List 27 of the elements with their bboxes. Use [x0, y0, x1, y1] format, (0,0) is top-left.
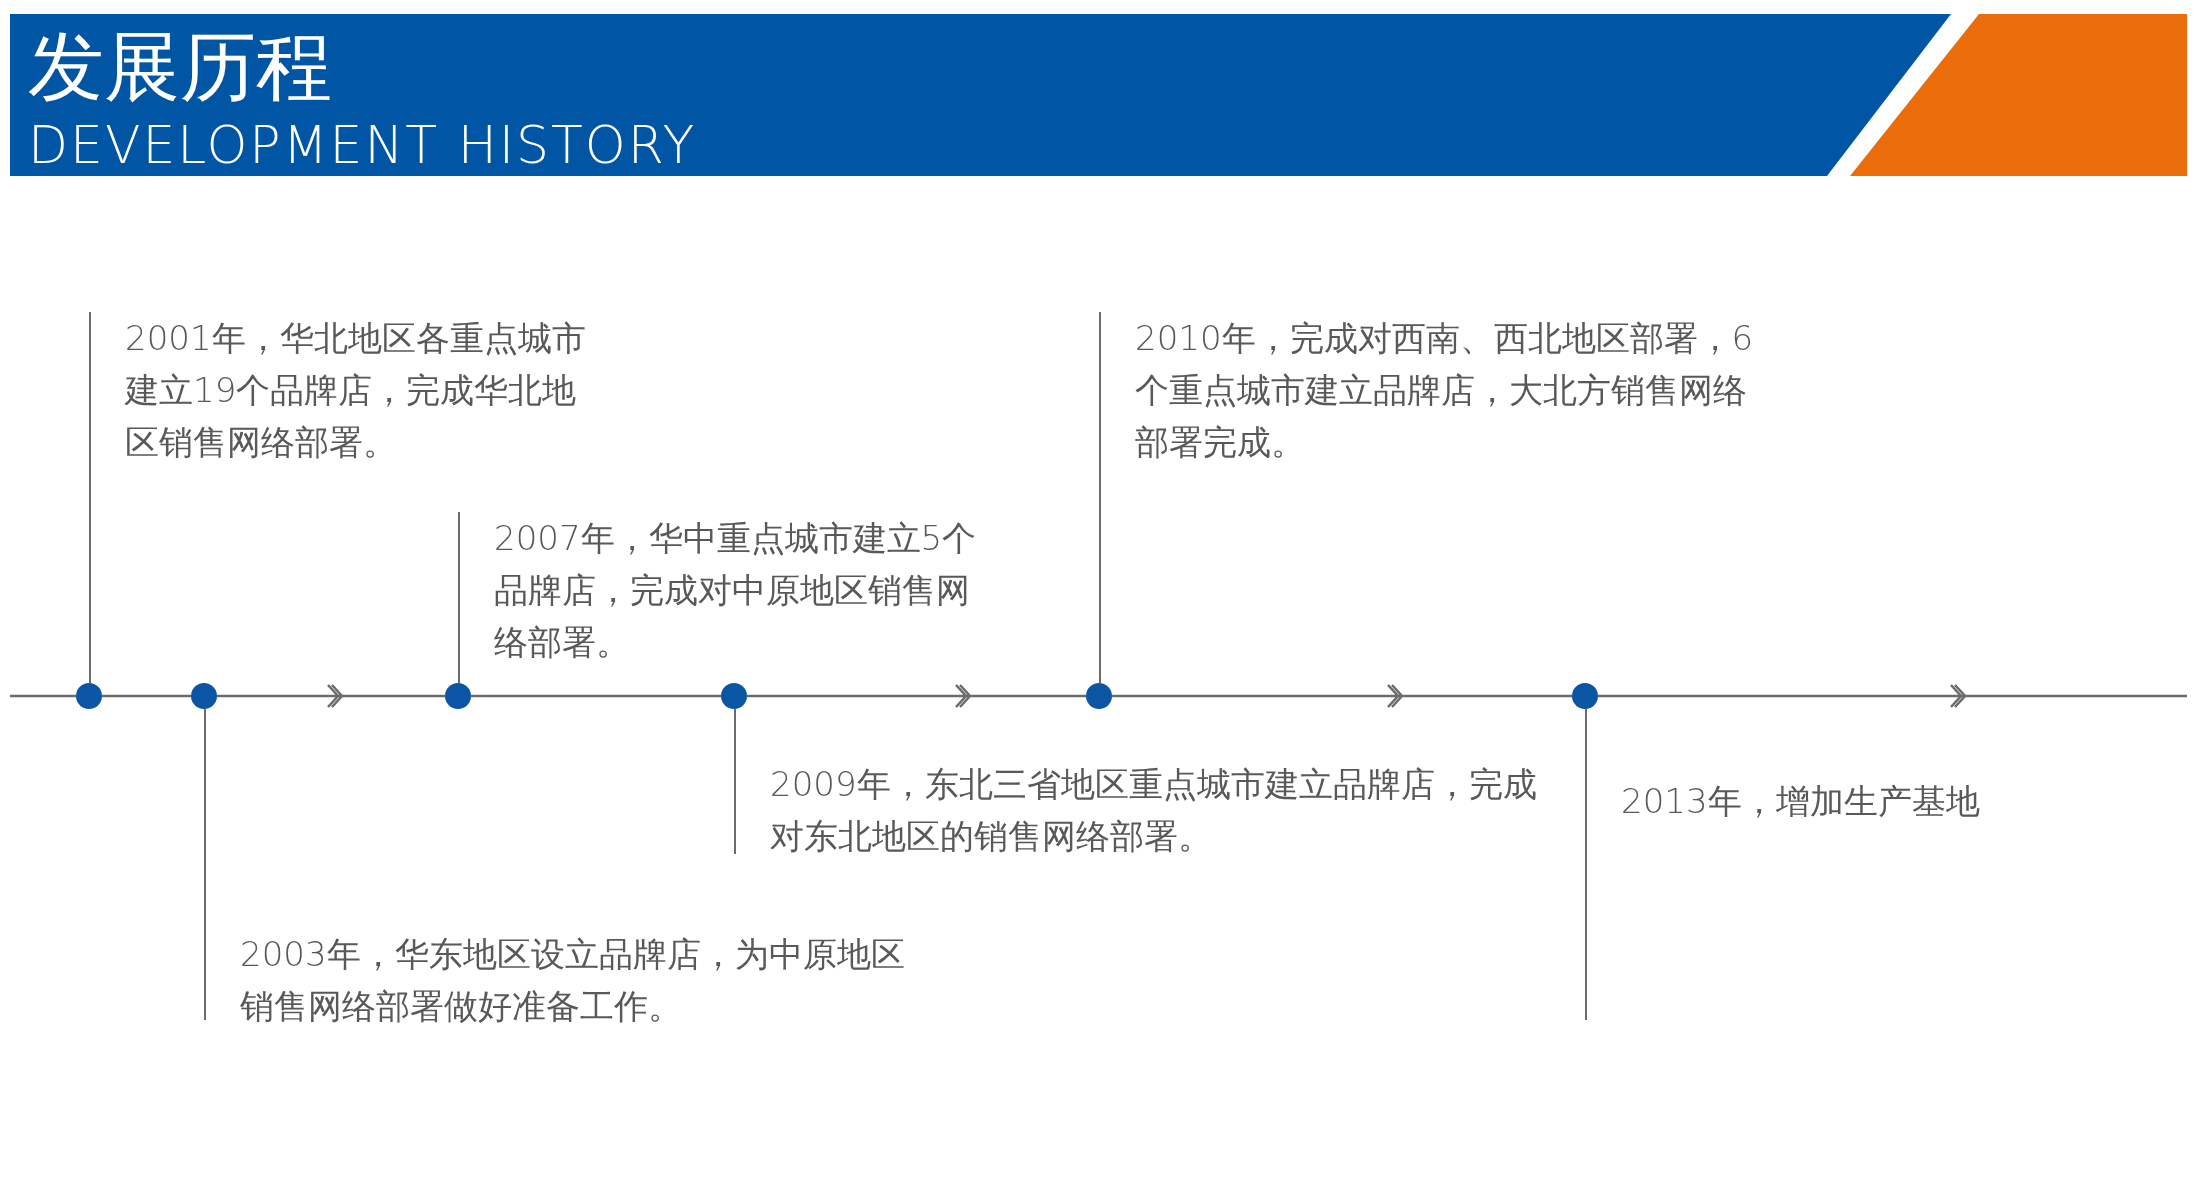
timeline-dot	[721, 683, 747, 709]
subtitle: DEVELOPMENT HISTORY	[28, 116, 697, 174]
milestone-text: 2009年，东北三省地区重点城市建立品牌店，完成对东北地区的销售网络部署。	[770, 763, 1538, 858]
timeline-line	[745, 683, 1088, 709]
timeline-line	[102, 694, 191, 698]
timeline-line	[1596, 683, 1967, 709]
milestone-text: 2001年，华北地区各重点城市建立19个品牌店，完成华北地区销售网络部署。	[125, 317, 587, 464]
milestone-text: 2010年，完成对西南、西北地区部署，6 个重点城市建立品牌店，大北方销售网络部署完成。	[1135, 317, 1755, 464]
timeline-dot	[76, 683, 102, 709]
connector-line	[1099, 479, 1101, 684]
timeline-line	[1110, 683, 1574, 709]
timeline-line	[10, 694, 76, 698]
connector-line	[1585, 708, 1587, 776]
milestone-text: 2003年，华东地区设立品牌店，为中原地区销售网络部署做好准备工作。	[240, 933, 906, 1028]
timeline-line	[471, 694, 721, 698]
timeline-dot	[445, 683, 471, 709]
timeline-dot	[1086, 683, 1112, 709]
timeline-line	[215, 683, 447, 709]
timeline-dot	[1572, 683, 1598, 709]
connector-line	[734, 708, 736, 759]
milestone-text: 2013年，增加生产基地	[1621, 780, 1981, 823]
timeline-dot	[191, 683, 217, 709]
title: 发展历程	[28, 22, 332, 112]
connector-line	[89, 479, 91, 684]
milestone-text: 2007年，华中重点城市建立5个品牌店，完成对中原地区销售网络部署。	[494, 517, 978, 664]
connector-line	[458, 679, 460, 684]
connector-line	[204, 708, 206, 929]
